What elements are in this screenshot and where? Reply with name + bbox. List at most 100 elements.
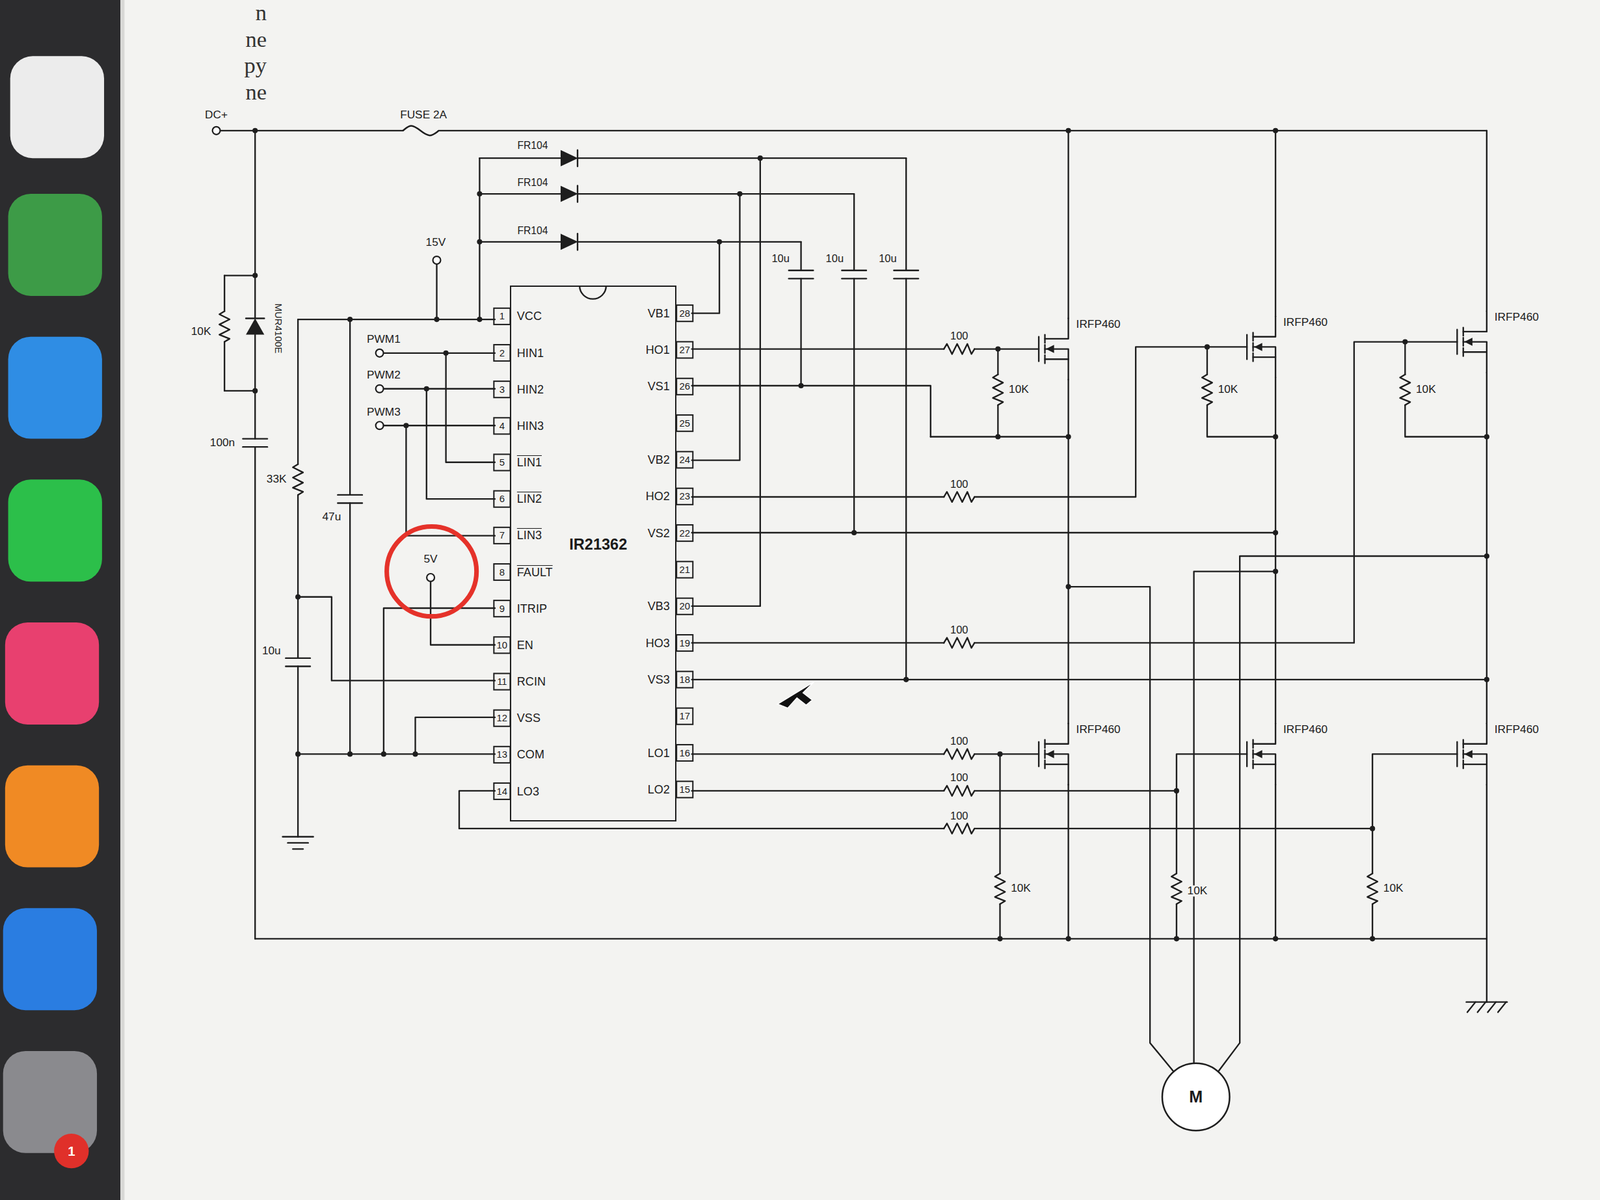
pin-name: HO2 xyxy=(645,490,671,503)
terminal-symbol xyxy=(426,573,435,582)
motor-symbol xyxy=(1162,1063,1230,1132)
wire xyxy=(223,275,226,312)
diode-symbol xyxy=(561,186,577,201)
pin-name: LO2 xyxy=(647,783,671,796)
resistor-value: 10K xyxy=(1008,384,1030,396)
junction-dot xyxy=(1066,433,1072,440)
wire xyxy=(692,241,720,314)
terminal-symbol xyxy=(375,421,384,430)
mosfet-symbol xyxy=(1253,723,1277,744)
wire xyxy=(405,425,495,536)
pin-name: VB2 xyxy=(647,453,671,466)
dock-icon xyxy=(8,193,103,296)
wire xyxy=(1218,556,1487,1072)
junction-dot xyxy=(997,935,1003,942)
page-text-fragment: ne xyxy=(244,27,268,51)
pin-box xyxy=(493,673,510,690)
dock-icon xyxy=(3,907,97,1011)
pin-name: HIN1 xyxy=(516,346,545,359)
resistor-value: 10K xyxy=(1186,885,1209,897)
dock-icon xyxy=(8,479,103,582)
mosfet-symbol xyxy=(1463,764,1487,785)
pin-box xyxy=(493,563,510,581)
pin-number: 6 xyxy=(498,494,506,505)
wire xyxy=(1067,784,1069,939)
wire xyxy=(223,342,226,391)
wire xyxy=(297,319,299,465)
capacitor-value: 10u xyxy=(770,253,790,264)
mosfet-symbol xyxy=(1463,351,1487,373)
part-label: IRFP460 xyxy=(1282,316,1329,328)
mosfet-symbol xyxy=(1045,764,1069,785)
wire xyxy=(974,347,1039,350)
pin-box xyxy=(493,710,510,727)
diode-label: FR104 xyxy=(516,225,549,237)
wire xyxy=(999,904,1001,939)
mosfet-symbol xyxy=(1463,342,1487,353)
pin-name: LO3 xyxy=(516,785,540,797)
wire xyxy=(297,597,299,659)
dock-icon xyxy=(3,1051,97,1154)
junction-dot xyxy=(1272,568,1279,574)
resistor-symbol xyxy=(292,464,304,495)
wire xyxy=(383,388,495,390)
mosfet-symbol xyxy=(1253,753,1277,765)
wire xyxy=(692,158,761,607)
resistor-symbol xyxy=(993,374,1004,406)
resistor-symbol xyxy=(943,491,975,503)
pin-number: 1 xyxy=(498,311,506,322)
wire xyxy=(800,241,802,271)
pin-box xyxy=(676,488,693,505)
resistor-symbol xyxy=(943,823,975,834)
resistor-symbol xyxy=(943,785,975,797)
ground-symbol xyxy=(292,848,304,850)
pin-name: VB1 xyxy=(647,307,671,320)
terminal-symbol xyxy=(212,126,221,135)
pin-number: 16 xyxy=(678,747,691,758)
pin-number: 9 xyxy=(498,603,506,614)
wire xyxy=(254,390,256,440)
part-label: IRFP460 xyxy=(1075,723,1122,735)
wire xyxy=(297,318,495,320)
part-label: IRFP460 xyxy=(1075,318,1122,330)
pin-box xyxy=(676,671,693,688)
pin-box xyxy=(493,491,510,508)
pin-box xyxy=(676,305,693,322)
mosfet-symbol xyxy=(1253,764,1277,785)
junction-dot xyxy=(716,239,722,245)
ground-symbol xyxy=(1497,1002,1507,1013)
wire xyxy=(297,494,495,681)
ground-symbol xyxy=(1477,1002,1487,1013)
page-edge xyxy=(120,0,125,1200)
junction-dot xyxy=(1484,677,1490,683)
wire xyxy=(692,193,741,460)
junction-dot xyxy=(1369,935,1375,942)
mosfet-symbol xyxy=(1253,357,1277,378)
pin-box xyxy=(676,634,693,652)
fuse-symbol xyxy=(403,125,440,136)
pin-name: VB3 xyxy=(647,600,671,613)
dock-background xyxy=(0,0,121,1200)
resistor-value: 100 xyxy=(949,478,969,489)
pin-box xyxy=(493,527,510,544)
resistor-symbol xyxy=(1367,873,1378,905)
capacitor-symbol xyxy=(893,269,919,272)
wire xyxy=(439,130,1487,132)
mosfet-arrow xyxy=(1253,342,1263,352)
resistor-value: 100 xyxy=(949,624,969,635)
pin-number: 13 xyxy=(496,749,509,760)
pin-number: 2 xyxy=(498,347,506,358)
pin-number: 20 xyxy=(678,601,691,612)
diode-label: MUR4100E xyxy=(273,303,284,355)
resistor-symbol xyxy=(1171,873,1182,905)
pin-number: 22 xyxy=(678,528,691,538)
pin-box xyxy=(493,453,510,471)
mosfet-arrow xyxy=(1045,344,1055,354)
junction-dot xyxy=(1272,433,1279,440)
wire xyxy=(383,352,495,354)
pin-box xyxy=(676,341,693,358)
resistor-value: 33K xyxy=(266,474,288,486)
pin-number: 8 xyxy=(498,567,506,577)
pin-box xyxy=(493,783,510,800)
diode-symbol xyxy=(561,234,577,250)
